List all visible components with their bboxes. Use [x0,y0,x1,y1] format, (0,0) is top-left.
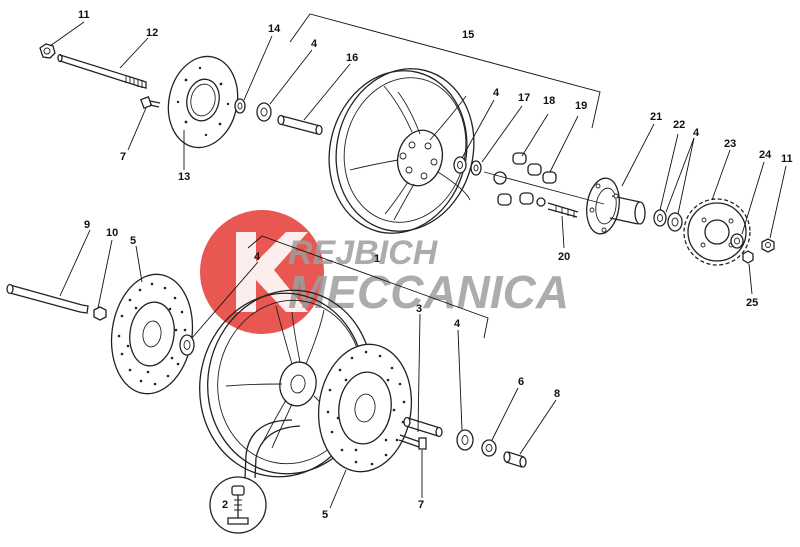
watermark-brand-line1: REJBICH [288,234,439,272]
callout-11-left: 11 [78,9,90,21]
axle-nut-11-right [761,238,775,253]
group-bracket-1 [247,235,489,339]
watermark-logo-k-icon [236,232,308,312]
bolt-7-lower [398,434,427,450]
spacer-8 [503,451,527,468]
spacer-small [493,171,507,185]
cush-drive-rubbers-18-19 [497,152,557,206]
callout-23: 23 [724,138,736,150]
callout-6: 6 [518,376,524,388]
callout-7-lower: 7 [418,499,424,511]
seal-17 [470,160,482,176]
front-brake-disc-5-right [317,343,413,473]
callout-9: 9 [84,219,90,231]
callout-8: 8 [554,388,560,400]
front-brake-disc-5-left [110,273,194,395]
callout-labels: 11 12 14 4 16 15 7 13 4 17 18 19 21 22 4… [78,9,793,521]
axle-nut-11 [39,43,56,59]
rear-wheel-assembly [39,13,775,266]
front-axle-9 [6,283,89,314]
callout-22: 22 [673,119,685,131]
callout-21: 21 [650,111,662,123]
axle-nut-10 [93,306,107,321]
bearing-4-b [453,156,467,174]
callout-18: 18 [543,95,555,107]
callout-4-d: 4 [254,251,261,263]
leader-lines [49,21,787,509]
callout-11-right: 11 [781,153,793,165]
callout-15: 15 [462,29,474,41]
callout-7-upper: 7 [120,151,126,163]
front-wheel-assembly [6,235,527,534]
callout-16: 16 [346,52,358,64]
callout-24: 24 [759,149,772,161]
callout-5-left: 5 [130,235,136,247]
callout-25: 25 [746,297,758,309]
callout-19: 19 [575,100,587,112]
spacer-tube-16 [277,114,323,136]
callout-5-right: 5 [322,509,328,521]
bolt-7-upper [140,96,161,109]
rear-axle-centerline [483,171,605,205]
spacer-tube-3 [403,416,443,438]
callout-10: 10 [106,227,118,239]
sprocket-carrier-21 [586,177,646,235]
callout-14: 14 [268,23,281,35]
nut-25 [742,250,754,264]
tire-valve-hose [244,419,301,479]
callout-3: 3 [416,303,422,315]
callout-1: 1 [374,253,380,265]
spacer-14 [234,98,246,114]
watermark-brand-line2: MECCANICA [288,266,569,318]
callout-4-e: 4 [454,318,461,330]
callout-4-a: 4 [311,38,318,50]
brake-disc-13 [167,55,239,149]
callout-4-c: 4 [693,127,700,139]
bearing-4-a [256,102,272,122]
seal-6 [481,439,497,457]
callout-17: 17 [518,92,530,104]
stud-20 [536,197,579,218]
callout-13: 13 [178,171,190,183]
rear-wheel-rim [328,68,475,234]
watermark: REJBICH MECCANICA [200,210,569,334]
callout-4-b: 4 [493,87,500,99]
callout-20: 20 [558,251,570,263]
bearing-4-d [179,334,195,356]
bearing-4-e [456,429,474,451]
callout-2: 2 [222,499,228,511]
axle-12 [57,53,147,89]
callout-12: 12 [146,27,158,39]
sprocket-23 [683,198,751,266]
bearings-22-and-4 [653,209,683,232]
group-bracket-15 [289,13,601,129]
disc-holes-left [117,282,187,386]
washer-24 [730,233,744,249]
tire-valve-inset [209,476,267,534]
disc-holes-right [326,350,406,466]
